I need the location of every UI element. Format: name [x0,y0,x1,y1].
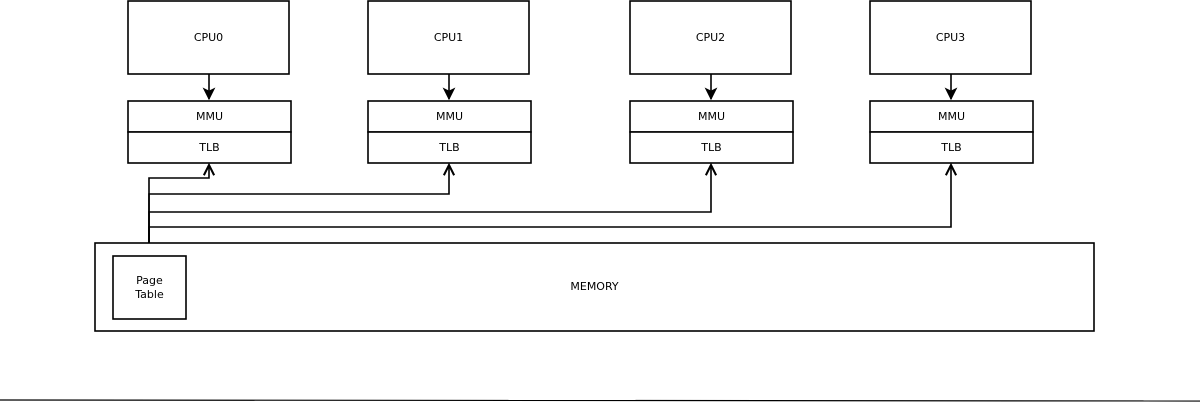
cpu0-group: CPU0 MMU TLB [127,0,292,164]
cpu1-tlb-label: TLB [438,141,459,154]
cpu3-tlb-box [869,131,1034,164]
page-table-label-line2: Table [134,288,164,301]
cpu1-mmu-box [367,100,532,133]
cpu0-tlb-label: TLB [198,141,219,154]
bottom-divider [0,399,1200,402]
cpu0-mmu-label: MMU [196,110,223,123]
cpu1-box [367,0,530,75]
cpu0-label: CPU0 [194,31,223,44]
connector-to-cpu3-tlb [148,165,951,256]
cpu2-mmu-box [629,100,794,133]
cpu3-tlb-label: TLB [940,141,961,154]
cpu3-label: CPU3 [936,31,965,44]
cpu1-label: CPU1 [434,31,463,44]
page-table-box [112,255,187,320]
cpu0-tlb-box [127,131,292,164]
cpu1-tlb-box [367,131,532,164]
cpu2-tlb-box [629,131,794,164]
cpu0-mmu-box [127,100,292,133]
cpu3-box [869,0,1032,75]
cpu3-mmu-label: MMU [938,110,965,123]
cpu2-mmu-label: MMU [698,110,725,123]
memory-group: MEMORY Page Table [94,242,1095,332]
memory-box [94,242,1095,332]
cpu2-box [629,0,792,75]
page-table-connectors [148,165,951,256]
cpu1-mmu-label: MMU [436,110,463,123]
cpu3-mmu-box [869,100,1034,133]
cpu1-group: CPU1 MMU TLB [367,0,532,164]
cpu2-tlb-label: TLB [700,141,721,154]
cpu2-group: CPU2 MMU TLB [629,0,794,164]
cpu3-group: CPU3 MMU TLB [869,0,1034,164]
cpu0-box [127,0,290,75]
cpu2-label: CPU2 [696,31,725,44]
memory-label: MEMORY [570,280,619,293]
page-table-label-line1: Page [136,274,163,287]
